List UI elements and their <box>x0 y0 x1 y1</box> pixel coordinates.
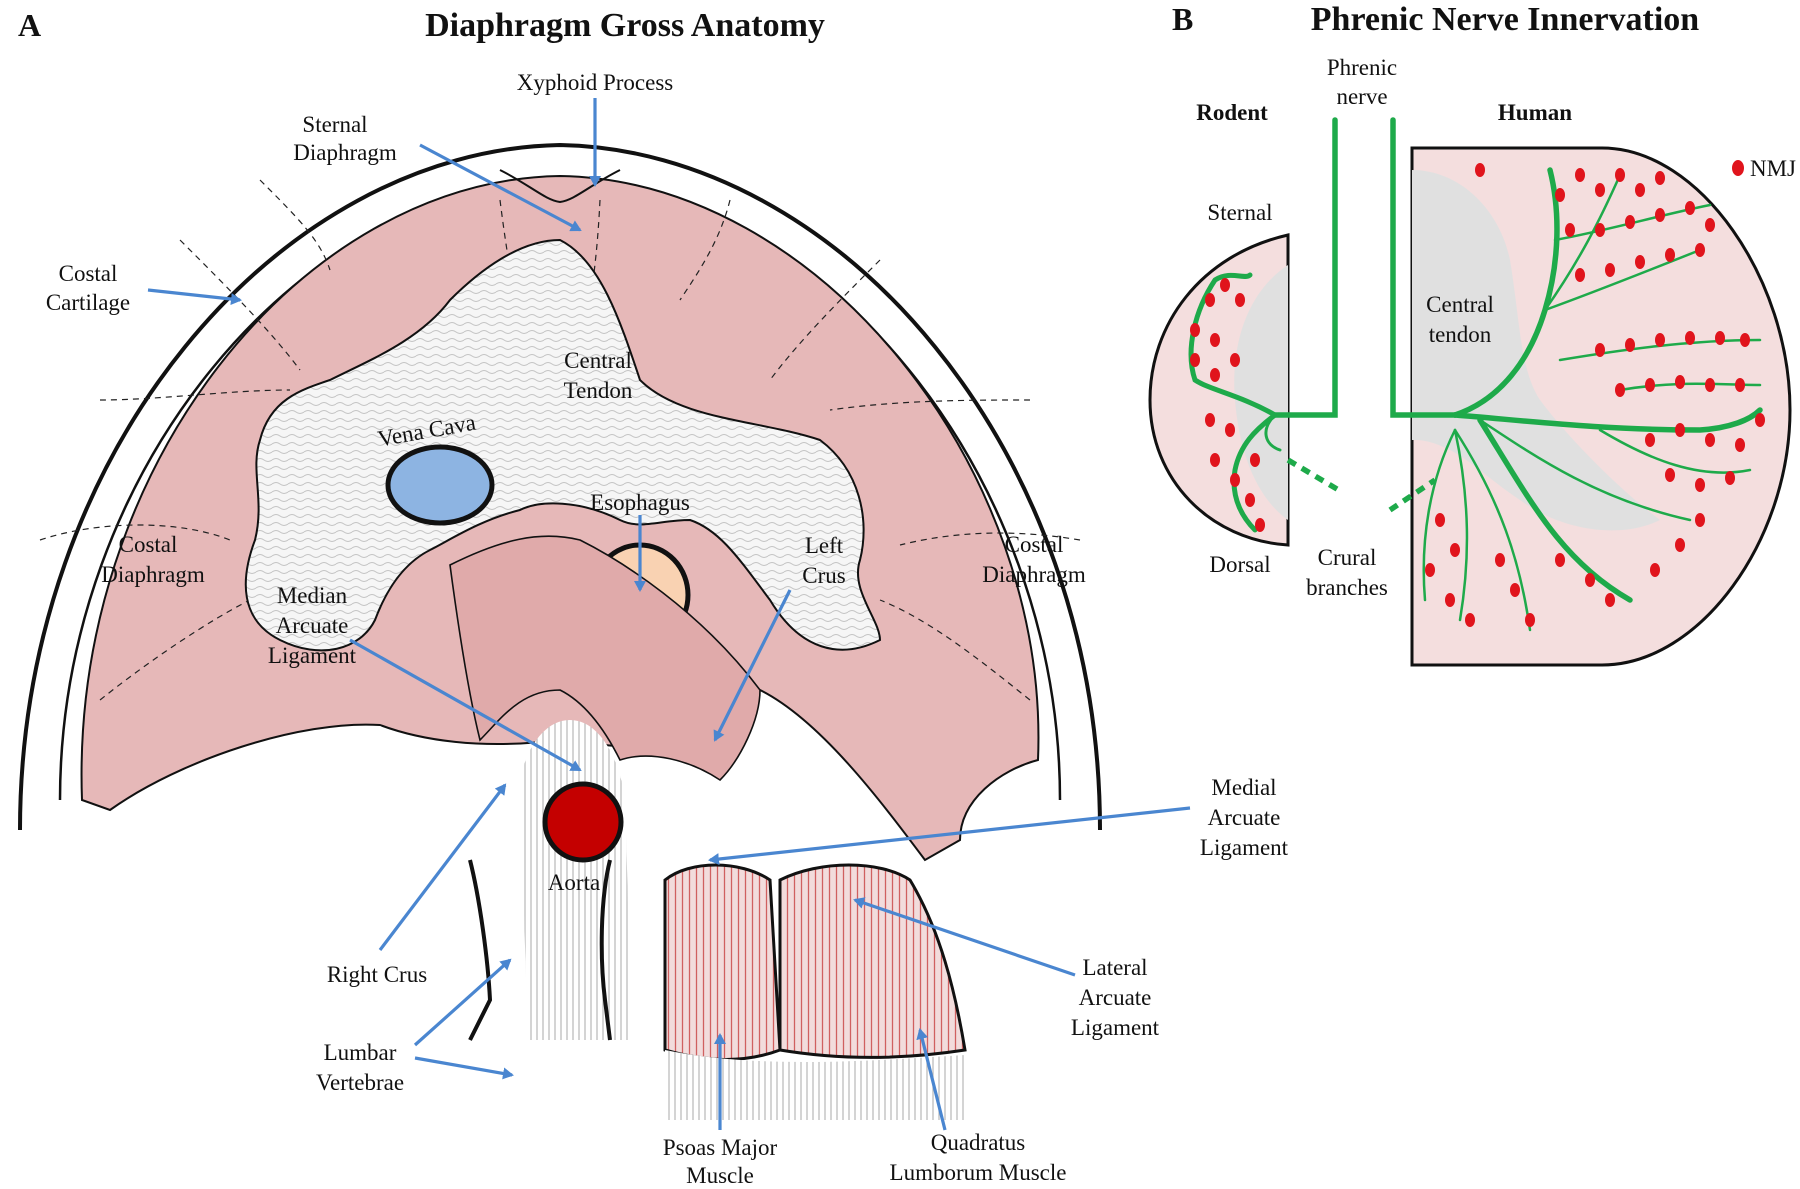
label-lateral-arcuate-2: Arcuate <box>1079 985 1152 1010</box>
label-central-tendon-1: Central <box>564 348 632 373</box>
phrenic-nerves <box>1272 117 1458 418</box>
label-psoas-major-2: Muscle <box>686 1163 754 1188</box>
label-lumbar-vertebrae-2: Vertebrae <box>316 1070 404 1095</box>
label-medial-arcuate-3: Ligament <box>1200 835 1289 860</box>
label-phrenic-2: nerve <box>1336 84 1387 109</box>
nmj-legend-dot <box>1732 160 1744 176</box>
label-crural-2: branches <box>1306 575 1388 600</box>
label-dorsal: Dorsal <box>1209 552 1270 577</box>
label-medial-arcuate-1: Medial <box>1211 775 1276 800</box>
label-costal-diaphragm-right-1: Costal <box>1005 532 1064 557</box>
label-central-tendon-b-1: Central <box>1426 292 1494 317</box>
label-nmj: NMJ <box>1750 156 1796 181</box>
crus-region <box>449 535 761 782</box>
lumbar-vertebrae-left <box>468 859 493 1041</box>
label-medial-arcuate-2: Arcuate <box>1208 805 1281 830</box>
lumbar-vertebrae-right <box>599 859 612 1041</box>
label-central-tendon-2: Tendon <box>564 378 633 403</box>
label-left-crus-1: Left <box>805 533 844 558</box>
panel-a-title: Diaphragm Gross Anatomy <box>425 7 825 44</box>
vena-cava <box>385 444 495 526</box>
label-quadratus-1: Quadratus <box>931 1130 1026 1155</box>
panel-a-letter: A <box>18 7 41 43</box>
label-aorta: Aorta <box>548 870 600 895</box>
label-median-arcuate-3: Ligament <box>268 643 357 668</box>
label-quadratus-2: Lumborum Muscle <box>890 1160 1067 1185</box>
label-sternal: Sternal <box>1207 200 1272 225</box>
label-sternal-2: Diaphragm <box>293 140 397 165</box>
central-tendon <box>244 238 882 652</box>
label-right-crus: Right Crus <box>327 962 427 987</box>
label-xyphoid-process: Xyphoid Process <box>517 70 674 95</box>
label-costal-diaphragm-right-2: Diaphragm <box>982 562 1086 587</box>
label-left-crus-2: Crus <box>802 563 846 588</box>
label-lumbar-vertebrae-1: Lumbar <box>324 1040 397 1065</box>
annotation-arrows <box>147 98 1191 1131</box>
label-costal-diaphragm-left-1: Costal <box>119 532 178 557</box>
label-esophagus: Esophagus <box>590 490 690 515</box>
rodent-central-tendon <box>1234 265 1288 520</box>
label-costal-cartilage-2: Cartilage <box>46 290 130 315</box>
human-central-tendon <box>1412 170 1660 531</box>
label-costal-cartilage-1: Costal <box>59 261 118 286</box>
nmj-dots <box>1190 163 1765 627</box>
label-median-arcuate-2: Arcuate <box>276 613 349 638</box>
label-costal-diaphragm-left-2: Diaphragm <box>101 562 205 587</box>
label-lateral-arcuate-3: Ligament <box>1071 1015 1160 1040</box>
quadratus-lumborum-muscle <box>778 863 967 1059</box>
panel-b-letter: B <box>1172 1 1193 37</box>
label-median-arcuate-1: Median <box>277 583 348 608</box>
rodent-nerve-branches <box>1188 272 1282 533</box>
label-crural-1: Crural <box>1318 545 1377 570</box>
label-psoas-major-1: Psoas Major <box>663 1135 778 1160</box>
label-rodent: Rodent <box>1196 100 1268 125</box>
panel-b-title: Phrenic Nerve Innervation <box>1311 1 1700 38</box>
lower-fascia <box>665 1050 965 1120</box>
panel-b: B Phrenic Nerve Innervation Phrenic nerv… <box>1148 1 1796 667</box>
label-central-tendon-b-2: tendon <box>1429 322 1492 347</box>
rib-cage-outline <box>18 142 1102 831</box>
label-sternal-1: Sternal <box>302 112 367 137</box>
panel-a: A Diaphragm Gross Anatomy <box>18 7 1289 1188</box>
human-nerve-branches <box>1422 167 1763 632</box>
label-lateral-arcuate-1: Lateral <box>1082 955 1147 980</box>
label-human: Human <box>1498 100 1572 125</box>
aorta <box>542 781 624 863</box>
diaphragm-muscle <box>80 174 1040 862</box>
psoas-major-muscle <box>663 863 782 1061</box>
rodent-crural-branch <box>1286 457 1344 495</box>
label-phrenic-1: Phrenic <box>1327 55 1397 80</box>
